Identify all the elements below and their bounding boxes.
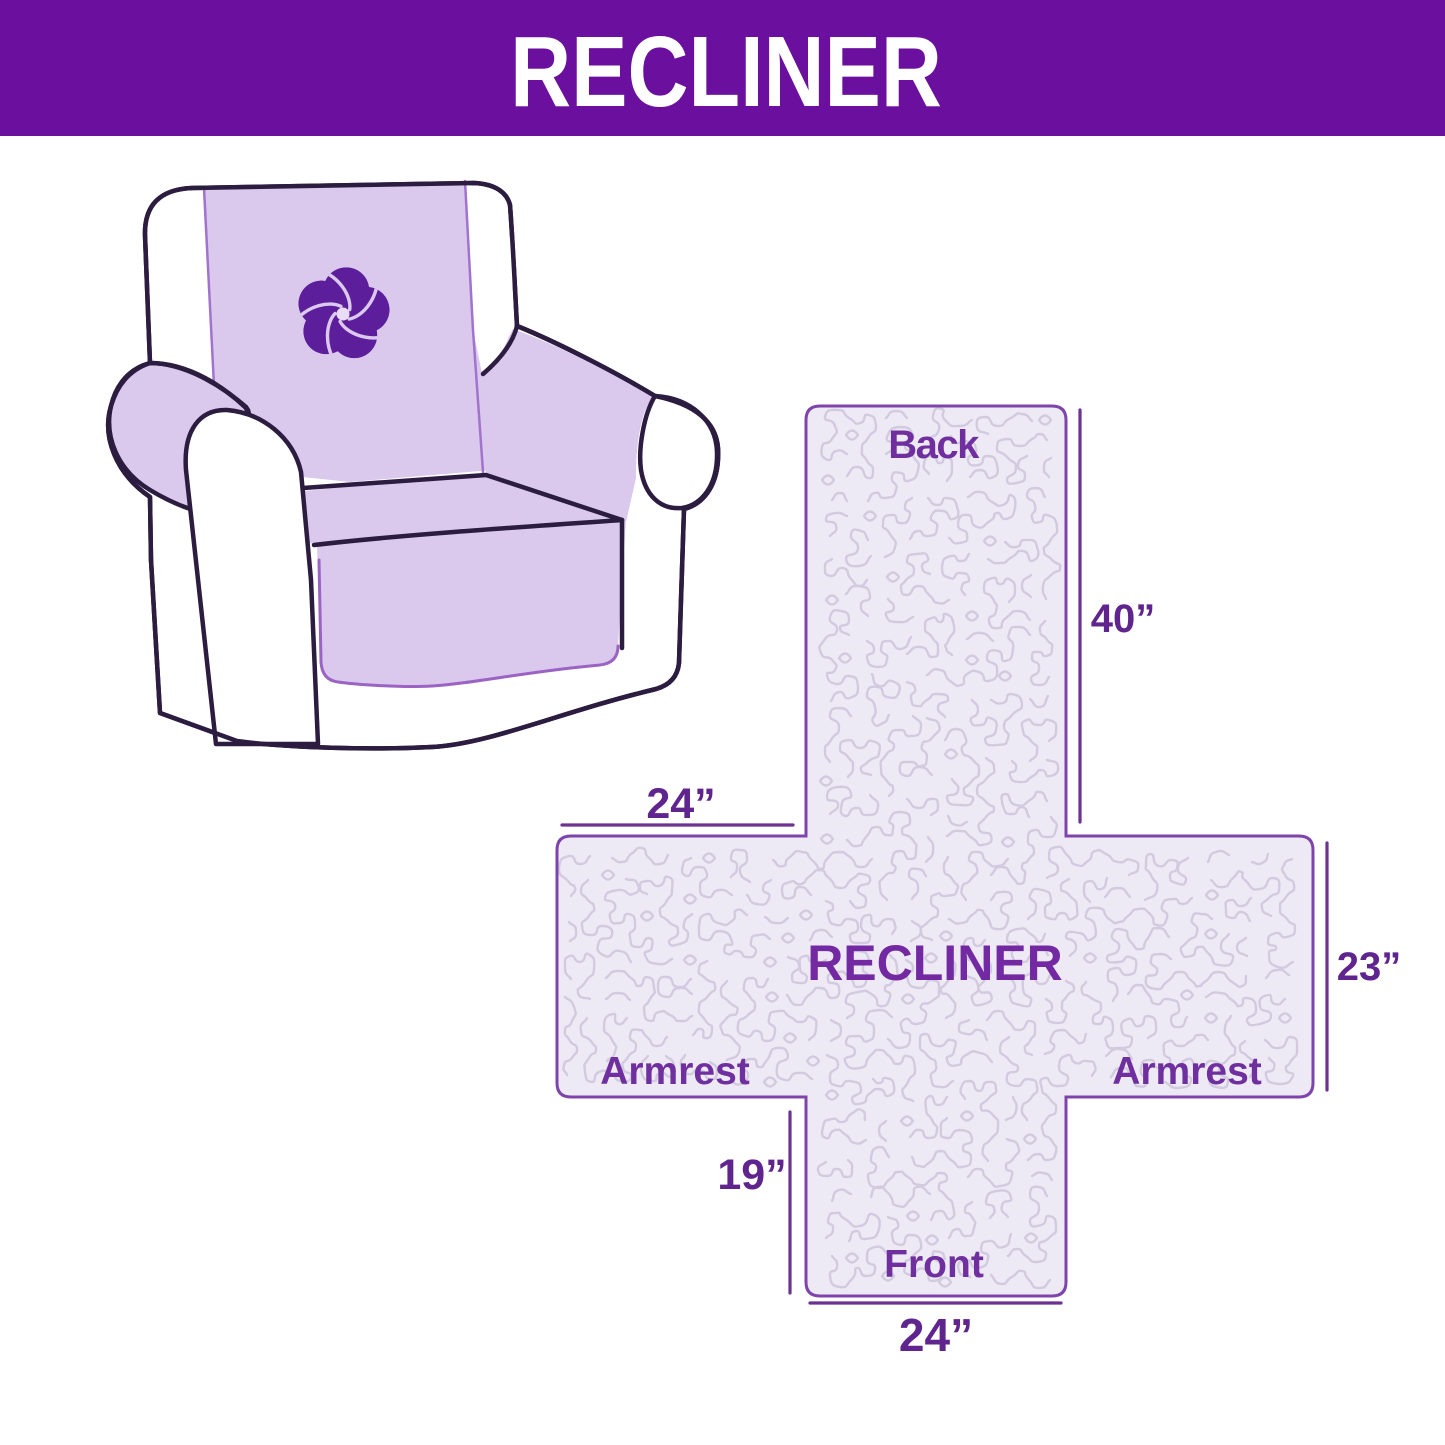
svg-text:Armrest: Armrest	[1112, 1050, 1262, 1093]
svg-text:RECLINER: RECLINER	[807, 935, 1063, 991]
svg-text:19”: 19”	[717, 1151, 786, 1199]
svg-text:Armrest: Armrest	[600, 1050, 750, 1093]
svg-text:Back: Back	[888, 423, 980, 467]
svg-text:24”: 24”	[899, 1309, 973, 1361]
svg-text:24”: 24”	[646, 780, 715, 828]
svg-text:40”: 40”	[1091, 597, 1156, 641]
svg-text:Front: Front	[884, 1243, 984, 1286]
svg-text:RECLINER: RECLINER	[510, 15, 942, 127]
svg-text:23”: 23”	[1337, 945, 1402, 989]
